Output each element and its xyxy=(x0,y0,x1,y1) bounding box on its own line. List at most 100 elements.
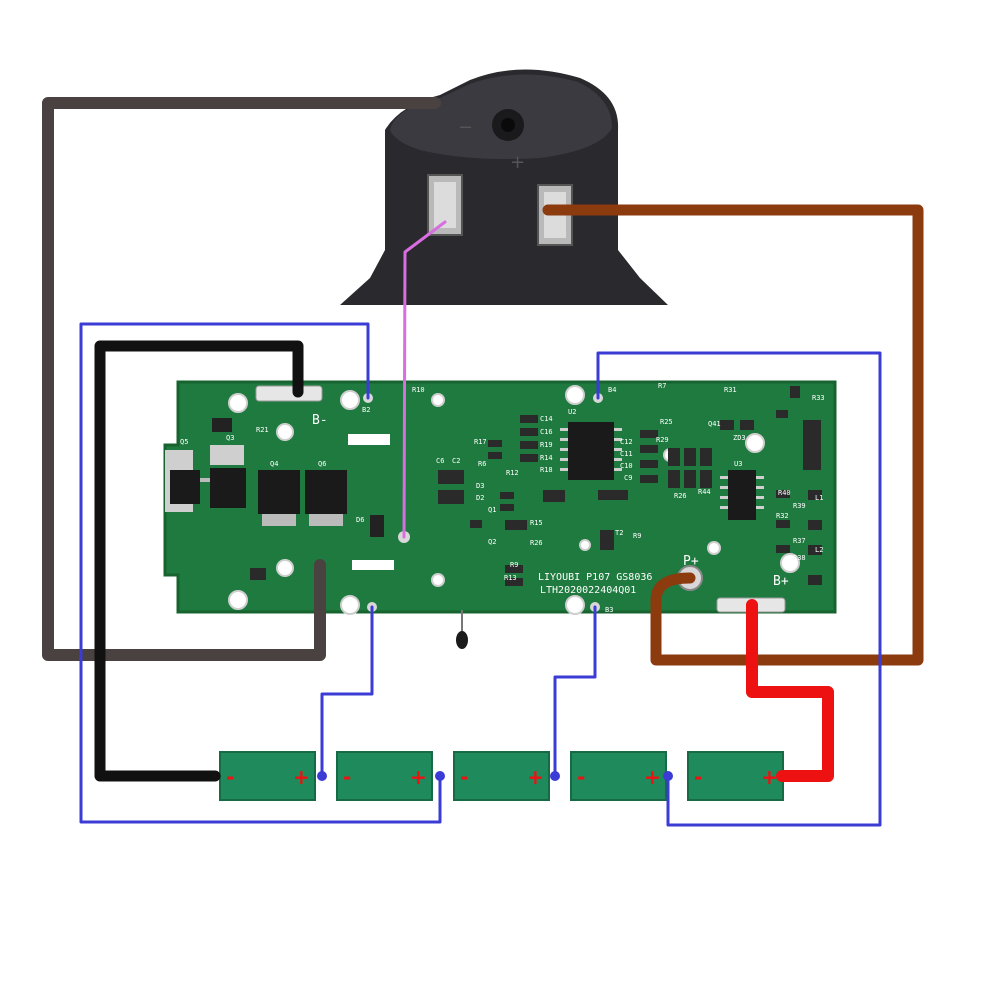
red-wire xyxy=(746,599,834,782)
label-q1: Q1 xyxy=(488,506,496,514)
label-r10: R10 xyxy=(412,386,425,394)
label-r32: R32 xyxy=(776,512,789,520)
label-r18: R18 xyxy=(540,466,553,474)
pink-wire xyxy=(402,220,447,539)
label-c2: C2 xyxy=(452,457,460,465)
label-r25: R25 xyxy=(660,418,673,426)
label-c12: C12 xyxy=(620,438,633,446)
pcb-board: B- B+ P+ B2 B3 B4 R10 R21 Q3 Q4 Q5 Q6 U2… xyxy=(163,380,837,615)
battery-cell-plus: + xyxy=(644,765,661,789)
diode-d6 xyxy=(370,515,384,537)
label-q5: Q5 xyxy=(180,438,188,446)
label-l2: L2 xyxy=(815,546,823,554)
battery-cells: -+-+-+-+-+ xyxy=(219,751,784,801)
label-b3: B3 xyxy=(605,606,613,614)
battery-cell-body xyxy=(219,751,316,801)
label-r44: R44 xyxy=(698,488,711,496)
mounting-holes xyxy=(228,385,800,615)
blue-wire-b2 xyxy=(79,322,442,824)
label-r40: R40 xyxy=(778,489,791,497)
battery-cell-plus: + xyxy=(761,765,778,789)
label-l1: L1 xyxy=(815,494,823,502)
label-r9: R9 xyxy=(510,561,518,569)
battery-cell-5: -+ xyxy=(687,751,784,801)
label-c16: C16 xyxy=(540,428,553,436)
label-q41: Q41 xyxy=(708,420,721,428)
junction-2 xyxy=(435,771,445,781)
smd-components xyxy=(250,386,822,586)
battery-cell-body xyxy=(570,751,667,801)
label-r38: R38 xyxy=(793,554,806,562)
battery-cell-plus: + xyxy=(527,765,544,789)
blue-wire-b1 xyxy=(320,605,374,778)
mosfet-q3 xyxy=(210,445,246,508)
label-model-line2: LTH2020022404Q01 xyxy=(540,585,636,596)
label-b-plus: B+ xyxy=(773,574,789,589)
label-u2: U2 xyxy=(568,408,576,416)
label-r29: R29 xyxy=(656,436,669,444)
junction-4 xyxy=(663,771,673,781)
brown-wire xyxy=(542,204,924,666)
label-u3: U3 xyxy=(734,460,742,468)
battery-cell-minus: - xyxy=(577,765,585,789)
label-q6: Q6 xyxy=(318,460,326,468)
blue-wire-b3 xyxy=(553,605,597,778)
battery-cell-minus: - xyxy=(694,765,702,789)
label-r13: R13 xyxy=(504,574,517,582)
battery-cell-body xyxy=(336,751,433,801)
label-d6: D6 xyxy=(356,516,364,524)
label-model-line1: LIYOUBI P107 GS8036 xyxy=(538,572,652,583)
silk-rect-left xyxy=(348,434,390,445)
label-r39: R39 xyxy=(793,502,806,510)
label-b2: B2 xyxy=(362,406,370,414)
connector-plus-mark: + xyxy=(510,152,525,173)
label-t2: T2 xyxy=(615,529,623,537)
label-d3: D3 xyxy=(476,482,484,490)
label-p-plus: P+ xyxy=(683,554,699,569)
mosfet-q4 xyxy=(258,470,300,526)
label-r19: R19 xyxy=(540,441,553,449)
ic-u3 xyxy=(720,470,764,520)
label-b-minus: B- xyxy=(312,413,328,428)
label-r17: R17 xyxy=(474,438,487,446)
b-minus-pad xyxy=(255,385,323,402)
label-r9b: R9 xyxy=(633,532,641,540)
label-r26b: R26 xyxy=(674,492,687,500)
label-q3: Q3 xyxy=(226,434,234,442)
battery-cell-minus: - xyxy=(460,765,468,789)
junction-3 xyxy=(550,771,560,781)
battery-cell-body xyxy=(687,751,784,801)
label-b4: B4 xyxy=(608,386,616,394)
mosfet-q6 xyxy=(305,470,347,526)
battery-cell-plus: + xyxy=(410,765,427,789)
mosfet-q5 xyxy=(165,450,210,512)
label-c14: C14 xyxy=(540,415,553,423)
label-zd3: ZD3 xyxy=(733,434,746,442)
junction-1 xyxy=(317,771,327,781)
label-r33: R33 xyxy=(812,394,825,402)
label-c10: C10 xyxy=(620,462,633,470)
label-r7: R7 xyxy=(658,382,666,390)
gray-wire xyxy=(42,97,441,661)
battery-cell-minus: - xyxy=(226,765,234,789)
label-d2: D2 xyxy=(476,494,484,502)
battery-cell-plus: + xyxy=(293,765,310,789)
silk-rect-bottom xyxy=(352,560,394,570)
connector-minus-mark: − xyxy=(458,117,473,138)
label-r6: R6 xyxy=(478,460,486,468)
label-c11: C11 xyxy=(620,450,633,458)
battery-cell-3: -+ xyxy=(453,751,550,801)
resistor-r21 xyxy=(212,418,232,432)
label-r12: R12 xyxy=(506,469,519,477)
battery-cell-1: -+ xyxy=(219,751,316,801)
label-r31: R31 xyxy=(724,386,737,394)
blue-wire-b4 xyxy=(596,351,882,827)
ic-u2 xyxy=(560,422,622,480)
label-c9: C9 xyxy=(624,474,632,482)
battery-cell-4: -+ xyxy=(570,751,667,801)
label-r15: R15 xyxy=(530,519,543,527)
black-wire xyxy=(94,340,304,782)
thermistor xyxy=(456,610,468,649)
label-c6: C6 xyxy=(436,457,444,465)
